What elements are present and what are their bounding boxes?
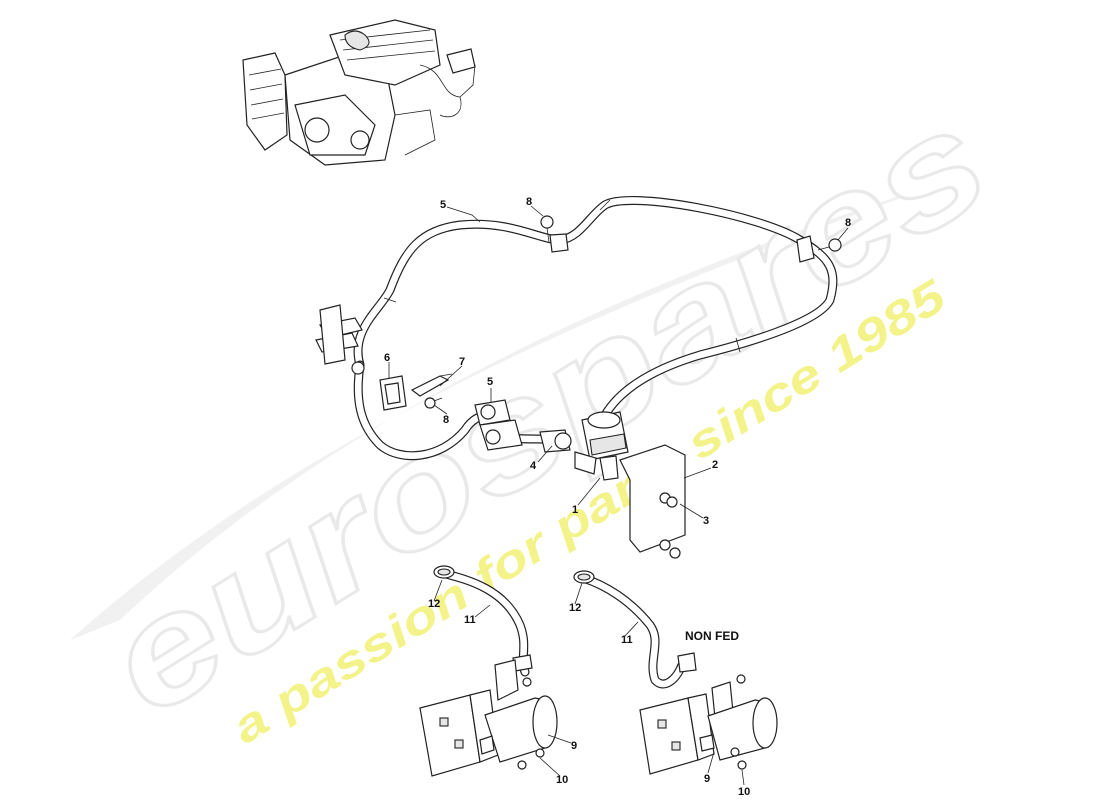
callout-5-lower: 5	[487, 376, 493, 388]
bolt-8-right	[817, 238, 842, 252]
callout-8-lower: 8	[443, 414, 449, 426]
callout-9-left: 9	[571, 740, 577, 752]
non-fed-label: NON FED	[685, 629, 739, 643]
engine-overview-icon	[242, 19, 476, 166]
callout-8-top: 8	[526, 196, 532, 208]
bolt-8-top	[540, 215, 554, 243]
air-valve-icon	[574, 411, 629, 481]
callout-3: 3	[703, 515, 709, 527]
callout-11-left: 11	[464, 614, 476, 626]
callout-11-right: 11	[621, 634, 633, 646]
leader-lines	[388, 205, 849, 786]
hose-connector-5	[474, 399, 523, 451]
bracket-7	[410, 373, 453, 397]
callout-7: 7	[459, 356, 465, 368]
callout-10-right: 10	[738, 786, 750, 798]
hose-bracket	[315, 304, 363, 365]
pump-hose-11-right	[573, 570, 697, 689]
watermark-brand: eurospares	[78, 75, 1015, 747]
bolt-8-lower	[424, 397, 443, 409]
callout-12-right: 12	[569, 602, 581, 614]
vacuum-hose	[351, 195, 838, 461]
callout-8-right: 8	[845, 217, 851, 229]
hose-4	[539, 429, 572, 453]
callout-2: 2	[712, 459, 718, 471]
callout-1: 1	[572, 504, 578, 516]
watermark: eurospares a passion for parts since 198…	[70, 73, 1017, 753]
callout-5-top: 5	[440, 199, 446, 211]
callout-9-right: 9	[704, 773, 710, 785]
callout-4: 4	[530, 460, 537, 472]
callout-6: 6	[384, 352, 390, 364]
air-pump-icon	[419, 659, 558, 777]
air-pump-icon	[639, 674, 778, 775]
pump-hose-11-left	[433, 565, 533, 677]
callouts: 1 2 3 4 5 5 6 7 8 8 8 9 9 10 10 11 11 12…	[384, 196, 851, 798]
callout-10-left: 10	[556, 774, 568, 786]
bolt-3	[666, 496, 681, 559]
clip-6	[379, 375, 407, 411]
callout-12-left: 12	[428, 598, 440, 610]
